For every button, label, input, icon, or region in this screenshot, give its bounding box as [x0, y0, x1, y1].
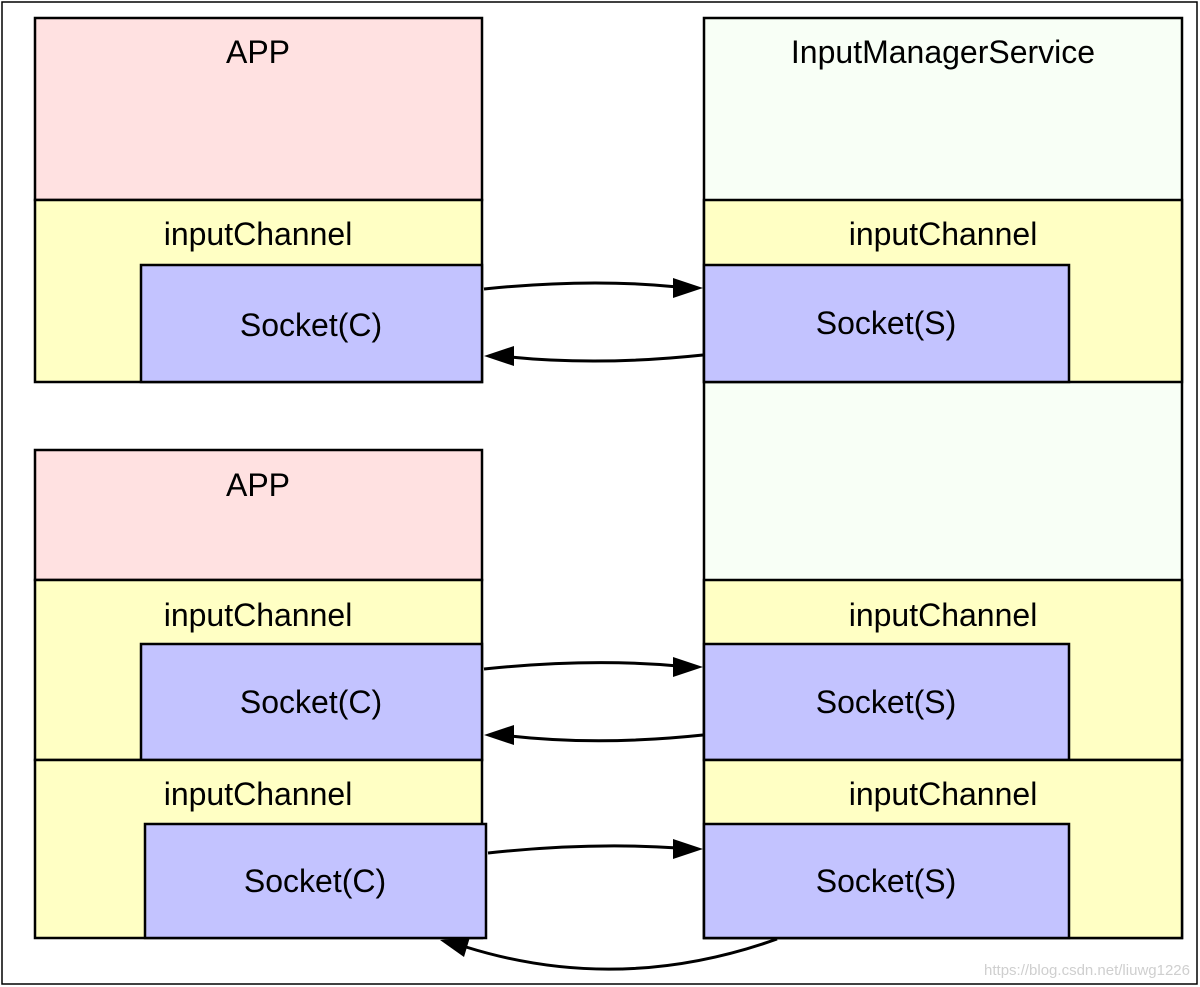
service-channel-2-label: inputChannel: [849, 597, 1038, 633]
app-top-socket-label: Socket(C): [240, 307, 382, 343]
arrowhead-app-to-service-2: [673, 657, 703, 677]
service-socket-3: [702, 822, 1071, 940]
app-bottom-channel-2-label: inputChannel: [164, 776, 353, 812]
app-bottom-channel-1-label: inputChannel: [164, 597, 353, 633]
arrow-app-to-service-3: [487, 844, 679, 855]
arrowhead-app-to-service-1: [673, 278, 703, 298]
app-bottom: APP inputChannel Socket(C) inputChannel …: [33, 448, 488, 940]
service-channel-3-label: inputChannel: [849, 776, 1038, 812]
app-top: APP inputChannel Socket(C): [33, 16, 484, 384]
arrow-service-to-app-3: [465, 937, 778, 971]
app-top-channel-label: inputChannel: [164, 216, 353, 252]
arrowhead-app-to-service-3: [673, 839, 703, 859]
service-socket-1-label: Socket(S): [816, 305, 956, 341]
arrow-service-to-app-2: [509, 733, 704, 743]
arrowhead-service-to-app-3: [440, 937, 470, 957]
service-socket-1: [702, 263, 1071, 384]
input-manager-service: InputManagerService inputChannel Socket(…: [702, 16, 1184, 940]
arrow-app-to-service-2: [483, 661, 679, 671]
arrow-app-to-service-1: [483, 281, 679, 291]
service-channel-1-label: inputChannel: [849, 216, 1038, 252]
service-socket-2-label: Socket(S): [816, 684, 956, 720]
app-bottom-title: APP: [226, 467, 290, 503]
arrow-service-to-app-1: [509, 353, 704, 363]
app-bottom-socket-2-label: Socket(C): [244, 863, 386, 899]
service-socket-3-label: Socket(S): [816, 863, 956, 899]
app-bottom-socket-1-label: Socket(C): [240, 684, 382, 720]
arrowhead-service-to-app-1: [484, 346, 514, 366]
watermark: https://blog.csdn.net/liuwg1226: [984, 962, 1190, 979]
app-top-box: [33, 16, 484, 202]
app-bottom-socket-2: [143, 822, 488, 940]
arrowhead-service-to-app-2: [484, 725, 514, 745]
service-socket-2: [702, 642, 1071, 762]
app-bottom-box: [33, 448, 484, 582]
app-top-socket: [139, 263, 484, 384]
service-title: InputManagerService: [791, 34, 1095, 70]
app-top-title: APP: [226, 34, 290, 70]
